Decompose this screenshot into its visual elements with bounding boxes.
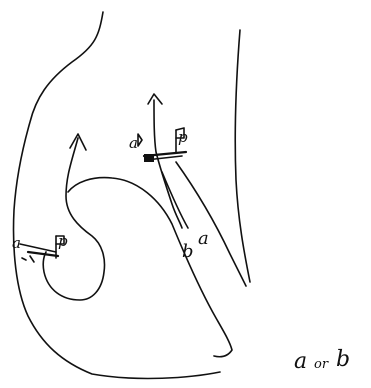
inner-lobe-shape — [68, 178, 232, 357]
upper-arrow-head — [148, 94, 162, 104]
corridor-b-label: b — [182, 241, 194, 262]
upper-ap-marker: a p — [129, 128, 188, 162]
caption-b: b — [336, 347, 350, 372]
corridor-a-label: a — [198, 228, 209, 249]
lower-marker-a-label: a — [12, 234, 21, 252]
upper-marker-p-label: p — [178, 128, 188, 146]
left-arrow-head — [70, 134, 86, 150]
right-boundary-line — [235, 30, 250, 282]
left-hook-path — [43, 138, 104, 300]
upper-marker-a-label: a — [129, 134, 138, 152]
lower-marker-p-label: p — [58, 232, 68, 250]
outer-boundary-curve — [14, 12, 220, 378]
lobe-right-wall — [162, 172, 188, 228]
lower-ap-marker: a p — [12, 232, 68, 262]
caption-a: a — [294, 349, 307, 374]
caption-or: or — [314, 357, 329, 372]
